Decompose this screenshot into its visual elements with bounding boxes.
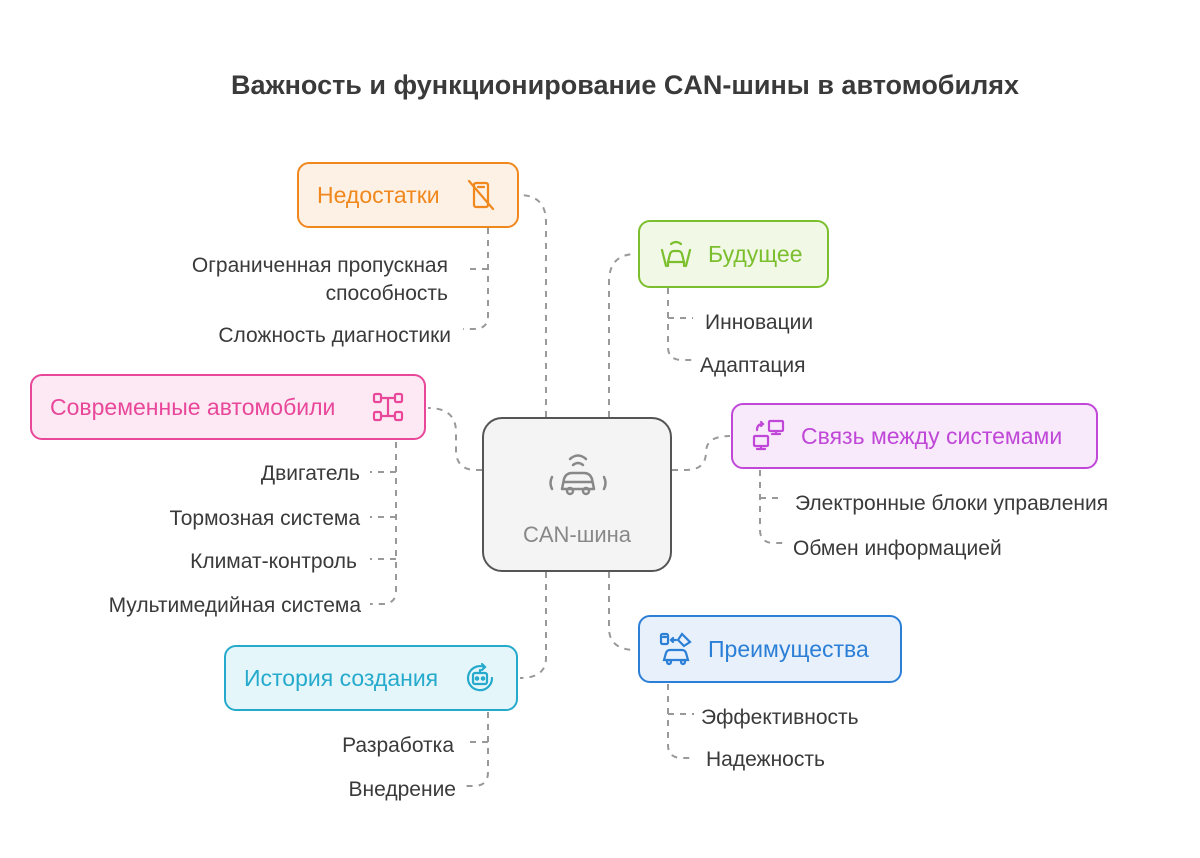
leaf-efficiency: Эффективность <box>701 706 859 729</box>
leaf-ecu: Электронные блоки управления <box>795 492 1109 515</box>
branch-future: Будущее <box>638 220 829 288</box>
car-fuel-icon <box>658 631 694 667</box>
leaf-multimedia: Мультимедийная система <box>108 594 361 617</box>
computer-sync-icon <box>751 418 787 454</box>
robot-cycle-icon <box>462 660 498 696</box>
autonomous-car-icon <box>658 236 694 272</box>
leaf-climate: Климат-контроль <box>190 550 357 573</box>
connector-future <box>608 253 637 417</box>
connector-drawbacks <box>518 194 547 417</box>
leaf-data-exchange: Обмен информацией <box>793 537 1002 560</box>
leaf-implementation: Внедрение <box>348 778 456 801</box>
center-label: CAN-шина <box>522 522 632 547</box>
connector-modern <box>427 407 482 471</box>
phone-off-icon <box>463 177 499 213</box>
branch-communication: Связь между системами <box>731 403 1098 469</box>
center-node-can-bus: CAN-шина <box>482 417 672 572</box>
branch-drawbacks: Недостатки <box>297 162 519 228</box>
branch-advantages: Преимущества <box>638 615 902 683</box>
leaf-diagnostics: Сложность диагностики <box>218 324 451 347</box>
leaf-engine: Двигатель <box>260 462 360 485</box>
branch-modern-cars: Современные автомобили <box>30 374 426 440</box>
branch-communication-label: Связь между системами <box>801 422 1063 449</box>
leaf-brakes: Тормозная система <box>169 507 360 530</box>
branch-future-label: Будущее <box>708 240 803 267</box>
leaf-reliability: Надежность <box>706 748 825 771</box>
branch-advantages-label: Преимущества <box>708 635 869 662</box>
branch-history-label: История создания <box>244 664 439 691</box>
connector-communication <box>672 435 731 471</box>
leaf-innovation: Инновации <box>705 311 814 334</box>
leaf-development: Разработка <box>342 734 454 757</box>
leaf-adaptation: Адаптация <box>700 354 806 377</box>
connector-history <box>519 572 547 679</box>
branch-history: История создания <box>224 645 518 711</box>
connector-advantages <box>608 572 637 651</box>
car-signal-icon <box>549 454 607 496</box>
branch-drawbacks-label: Недостатки <box>317 181 440 208</box>
branch-modern-cars-label: Современные автомобили <box>50 393 336 420</box>
car-chassis-icon <box>370 389 406 425</box>
page-title: Важность и функционирование CAN-шины в а… <box>230 70 1020 100</box>
